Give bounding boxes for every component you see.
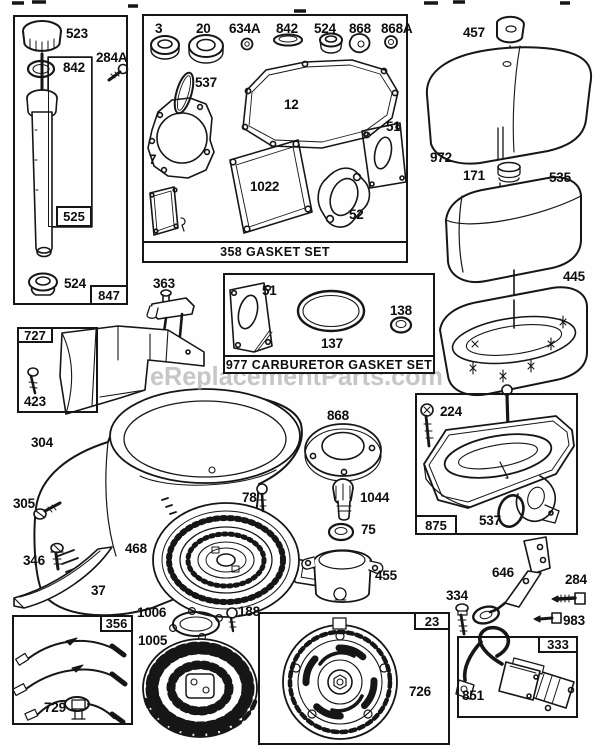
drawing-air-cleaner-stack	[425, 15, 593, 396]
part-label-51: 51	[386, 119, 401, 134]
part-label-851: 851	[462, 688, 484, 703]
part-label-729: 729	[44, 700, 66, 715]
flywheel-assembly-box	[258, 612, 450, 745]
part-label-1006: 1006	[137, 605, 167, 620]
ignition-coil-box-tag: 333	[538, 636, 578, 653]
part-label-524: 524	[64, 276, 86, 291]
drawing-dipstick-assembly	[22, 20, 93, 296]
part-label-972: 972	[430, 150, 452, 165]
part-label-1005: 1005	[138, 633, 168, 648]
part-label-12: 12	[284, 97, 299, 112]
air-cleaner-base-box-tag: 875	[415, 515, 457, 535]
part-label-78: 78	[242, 490, 257, 505]
part-label-868: 868	[327, 408, 349, 423]
part-label-52: 52	[349, 207, 364, 222]
part-label-868: 868	[349, 21, 371, 36]
part-label-537: 537	[479, 513, 501, 528]
dipstick-tube-box-tag: 525	[56, 206, 92, 227]
part-label-188: 188	[238, 604, 260, 619]
gasket-set-box	[142, 14, 408, 243]
air-cleaner-base-box	[415, 393, 578, 535]
part-label-7: 7	[149, 152, 157, 167]
cylinder-shield-box-tag: 727	[17, 327, 53, 343]
part-label-842: 842	[63, 60, 85, 75]
drawing-recoil-pulley	[152, 502, 300, 618]
part-label-634A: 634A	[229, 21, 261, 36]
part-label-523: 523	[66, 26, 88, 41]
part-label-37: 37	[91, 583, 106, 598]
part-label-423: 423	[24, 394, 46, 409]
part-label-137: 137	[321, 336, 343, 351]
drawing-fasteners-right	[455, 592, 586, 636]
part-label-51: 51	[262, 283, 277, 298]
part-label-535: 535	[549, 170, 571, 185]
drawing-flywheel-assembly	[282, 617, 398, 740]
part-label-284A: 284A	[96, 50, 128, 65]
drawing-deflector-37	[13, 546, 113, 609]
drawing-fan-group	[142, 606, 259, 738]
cylinder-shield-box	[17, 327, 98, 413]
part-label-304: 304	[31, 435, 53, 450]
part-label-445: 445	[563, 269, 585, 284]
wiring-box	[12, 615, 133, 725]
part-label-1044: 1044	[360, 490, 390, 505]
part-label-3: 3	[155, 21, 163, 36]
drawing-wire-set	[12, 637, 128, 725]
part-label-726: 726	[409, 684, 431, 699]
part-label-346: 346	[23, 553, 45, 568]
part-label-868A: 868A	[381, 21, 413, 36]
part-label-1022: 1022	[250, 179, 280, 194]
drawing-screw-346	[50, 542, 64, 571]
gasket-set-box-footer: 358 GASKET SET	[142, 241, 408, 263]
part-label-224: 224	[440, 404, 462, 419]
carburetor-gasket-set-box-footer: 977 CARBURETOR GASKET SET	[223, 355, 435, 374]
part-label-305: 305	[13, 496, 35, 511]
drawing-starter-clutch-parts	[301, 478, 384, 603]
part-label-75: 75	[361, 522, 376, 537]
drawing-gasket-set-parts	[147, 32, 407, 236]
part-label-363: 363	[153, 276, 175, 291]
drawing-carb-gasket-parts	[229, 282, 413, 353]
ignition-coil-box	[457, 636, 578, 718]
cropped-edge-marks	[12, 0, 570, 13]
part-label-334: 334	[446, 588, 468, 603]
part-label-138: 138	[390, 303, 412, 318]
part-label-983: 983	[563, 613, 585, 628]
flywheel-assembly-box-tag: 23	[414, 612, 450, 630]
wiring-box-tag: 356	[100, 615, 133, 632]
drawing-screw-305	[33, 501, 62, 520]
dipstick-tube-box	[48, 57, 92, 227]
part-label-284: 284	[565, 572, 587, 587]
drawing-bracket-646	[472, 536, 551, 625]
part-label-455: 455	[375, 568, 397, 583]
part-label-524: 524	[314, 21, 336, 36]
part-label-842: 842	[276, 21, 298, 36]
part-label-646: 646	[492, 565, 514, 580]
drawing-ignition-coil	[455, 625, 575, 712]
part-label-468: 468	[125, 541, 147, 556]
part-label-171: 171	[463, 168, 485, 183]
part-label-20: 20	[196, 21, 211, 36]
oil-fill-group-box-tag: 847	[90, 285, 128, 305]
oil-fill-group-box	[13, 15, 128, 305]
drawing-air-cleaner-base	[420, 384, 575, 528]
part-label-537: 537	[195, 75, 217, 90]
drawing-bolt-78	[256, 483, 268, 513]
part-label-457: 457	[463, 25, 485, 40]
